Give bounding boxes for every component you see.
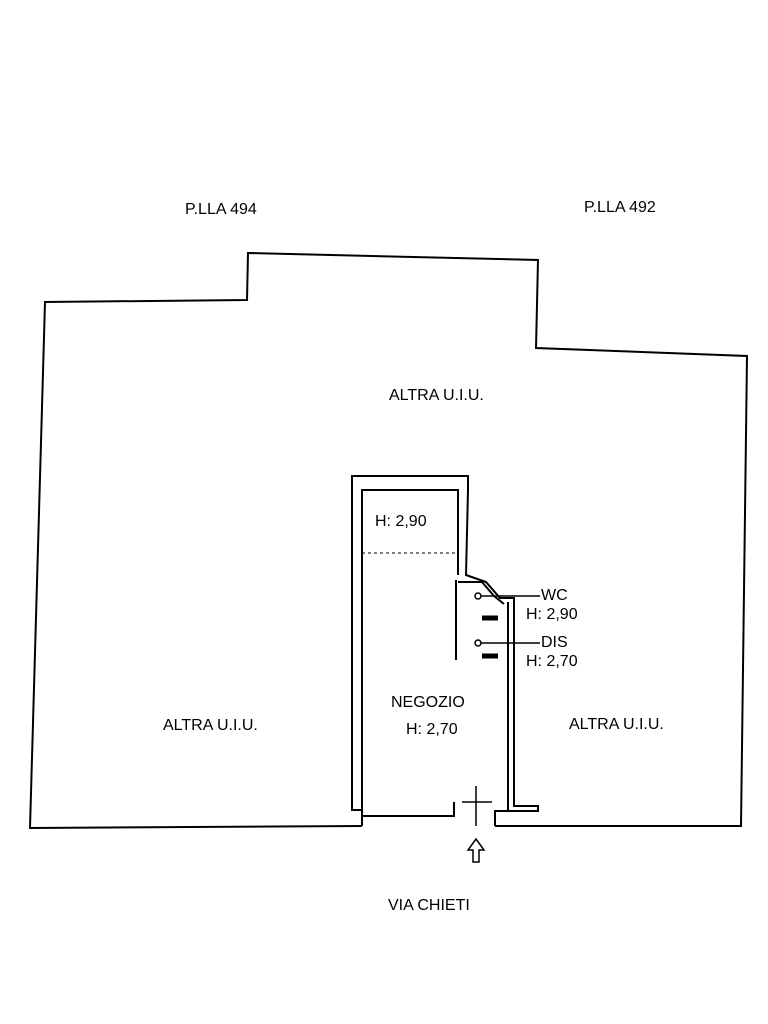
shop-name-label: NEGOZIO [391,694,465,711]
shop-left-wall-outer [351,475,539,826]
wc-wall [458,581,505,605]
street-label: VIA CHIETI [388,897,470,914]
shop-front-wall [362,802,455,817]
dis-height-label: H: 2,70 [526,653,578,670]
entrance-arrow-icon [466,837,486,863]
shop-left-wall-inner [361,489,459,816]
unit-top-label: ALTRA U.I.U. [389,387,484,404]
unit-left-label: ALTRA U.I.U. [163,717,258,734]
parcel-494-label: P.LLA 494 [185,201,257,218]
wc-name-label: WC [541,587,568,604]
dis-fixture-dot [474,639,482,647]
shop-front-wall-right [495,602,509,812]
wc-height-label: H: 2,90 [526,606,578,623]
shop-height-label: H: 2,70 [406,721,458,738]
dis-name-label: DIS [541,634,568,651]
shop-upper-height-label: H: 2,90 [375,513,427,530]
parcel-492-label: P.LLA 492 [584,199,656,216]
wc-fixture-dot [474,592,482,600]
outer-boundary-line [28,251,749,830]
unit-right-label: ALTRA U.I.U. [569,716,664,733]
